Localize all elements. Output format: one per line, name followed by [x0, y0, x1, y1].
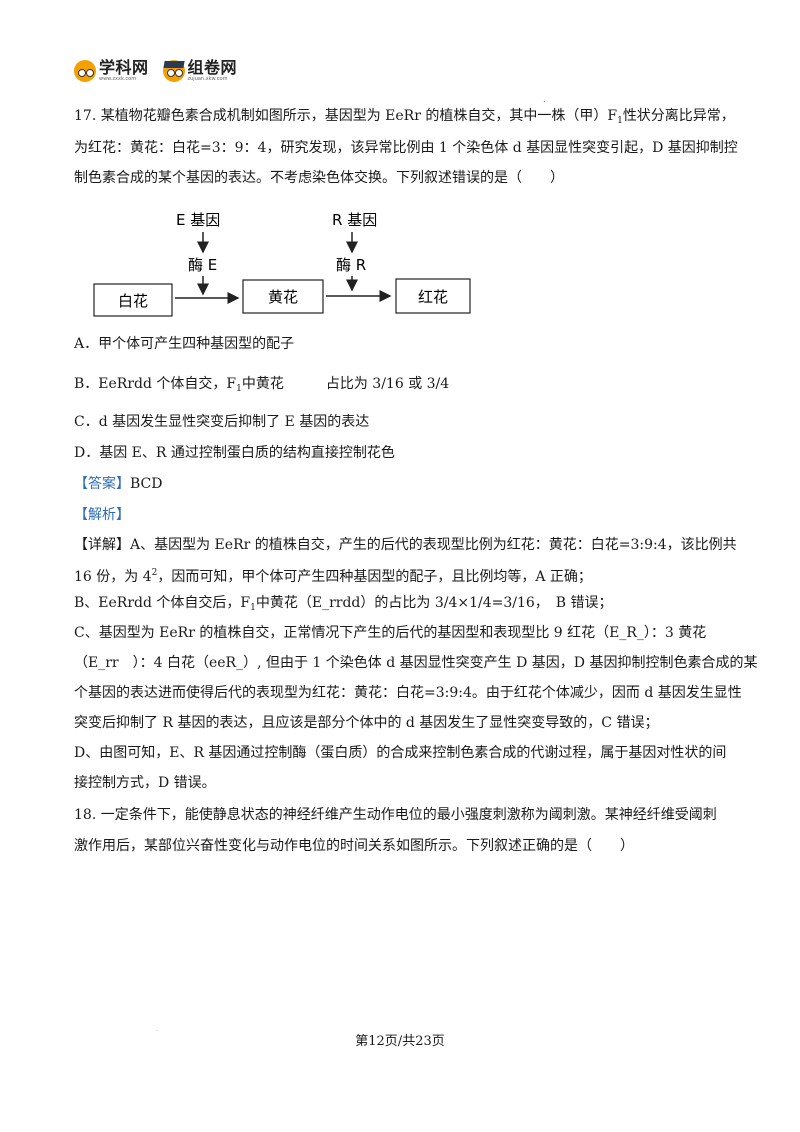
speck-mark: · [156, 1028, 158, 1035]
subscript: 1 [617, 116, 623, 126]
option-c: C．d 基因发生显性突变后抑制了 E 基因的表达 [74, 414, 370, 430]
explanation-text: A、基因型为 EeRr 的植株自交，产生的后代的表现型比例为红花：黄花：白花=3… [130, 537, 737, 553]
analysis-tag-text: 【解析】 [74, 507, 130, 523]
q18-stem-line2: 激作用后，某部位兴奋性变化与动作电位的时间关系如图所示。下列叙述正确的是（ ） [74, 838, 634, 854]
enzyme-r-label: 酶 R [336, 256, 366, 274]
q17-stem-line3: 制色素合成的某个基因的表达。不考虑染色体交换。下列叙述错误的是（ ） [74, 170, 564, 186]
explanation-text: B、EeRrdd 个体自交后，F [74, 595, 251, 611]
red-flower-box [395, 278, 471, 314]
q17-stem-text: 性状分离比异常， [622, 108, 735, 124]
explanation-line9: 接控制方式，D 错误。 [74, 775, 216, 791]
logo2-name: 组卷网 [187, 58, 238, 77]
zujuanwang-logo: 组卷网 zujuan.xkw.com [162, 58, 238, 82]
option-b: B．EeRrdd 个体自交，F1中黄花 占比为 3/16 或 3/4 [74, 374, 449, 399]
explanation-line7: 突变后抑制了 R 基因的表达，且应该是部分个体中的 d 基因发生了显性突变导致的… [74, 715, 659, 731]
q17-stem-line1: 17. 某植物花瓣色素合成机制如图所示，基因型为 EeRr 的植株自交，其中一株… [74, 106, 735, 131]
header-logos: 学科网 www.zxxk.com 组卷网 zujuan.xkw.com [74, 60, 237, 82]
xuekewang-logo: 学科网 www.zxxk.com [74, 60, 149, 82]
graduation-cap-icon [162, 60, 185, 82]
enzyme-e-label: 酶 E [188, 256, 217, 274]
q17-stem-text: 17. 某植物花瓣色素合成机制如图所示，基因型为 EeRr 的植株自交，其中一株… [74, 108, 618, 124]
detail-tag: 【详解】 [74, 537, 130, 553]
gene-e-label: E 基因 [176, 211, 220, 229]
explanation-line8: D、由图可知，E、R 基因通过控制酶（蛋白质）的合成来控制色素合成的代谢过程，属… [74, 745, 727, 761]
q17-stem-line2: 为红花：黄花：白花=3：9：4，研究发现，该异常比例由 1 个染色体 d 基因显… [74, 140, 738, 156]
yellow-flower-box [242, 279, 324, 314]
option-a: A．甲个体可产生四种基因型的配子 [74, 336, 295, 352]
explanation-text: ，因而可知，甲个体可产生四种基因型的配子，且比例均等，A 正确； [157, 569, 592, 585]
explanation-line3: B、EeRrdd 个体自交后，F1中黄花（E_rrdd）的占比为 3/4×1/4… [74, 593, 613, 618]
subscript: 1 [250, 603, 256, 613]
logo1-url: www.zxxk.com [99, 76, 137, 82]
explanation-text: 中黄花（E_rrdd）的占比为 3/4×1/4=3/16， B 错误； [255, 595, 613, 611]
gene-r-label: R 基因 [332, 211, 377, 229]
option-d: D．基因 E、R 通过控制蛋白质的结构直接控制花色 [74, 445, 395, 461]
q18-stem-line1: 18. 一定条件下，能使静息状态的神经纤维产生动作电位的最小强度刺激称为阈刺激。… [74, 807, 717, 823]
white-flower-box [93, 283, 173, 317]
superscript: 2 [151, 568, 158, 578]
analysis-tag: 【解析】 [74, 505, 130, 525]
subscript: 1 [236, 384, 242, 394]
explanation-line6: 个基因的表达进而使得后代的表现型为红花：黄花：白花=3:9:4。由于红花个体减少… [74, 685, 742, 701]
logo1-name: 学科网 [99, 58, 149, 77]
explanation-text: 16 份，为 4 [74, 569, 152, 585]
option-b-text: 中黄花 占比为 3/16 或 3/4 [241, 376, 450, 392]
answer-value: BCD [130, 476, 163, 492]
option-b-text: B．EeRrdd 个体自交，F [74, 376, 237, 392]
explanation-line2: 16 份，为 42，因而可知，甲个体可产生四种基因型的配子，且比例均等，A 正确… [74, 563, 592, 587]
explanation-line1: 【详解】A、基因型为 EeRr 的植株自交，产生的后代的表现型比例为红花：黄花：… [74, 535, 737, 555]
explanation-line5: （E_rr ）：4 白花（eeR_）, 但由于 1 个染色体 d 基因显性突变产… [74, 655, 758, 671]
logo2-url: zujuan.xkw.com [187, 76, 228, 82]
answer-line: 【答案】BCD [74, 474, 162, 494]
red-flower-label: 红花 [418, 288, 448, 306]
white-flower-label: 白花 [118, 292, 148, 310]
answer-tag: 【答案】 [74, 476, 130, 492]
explanation-line4: C、基因型为 EeRr 的植株自交，正常情况下产生的后代的基因型和表现型比 9 … [74, 625, 707, 641]
yellow-flower-label: 黄花 [268, 288, 298, 306]
page-number: 第12页/共23页 [355, 1034, 445, 1049]
pigment-pathway-diagram: E 基因 酶 E R 基因 酶 R 白花 黄花 红花 [93, 211, 471, 317]
speck-mark: . [543, 95, 546, 104]
smiley-icon [74, 60, 96, 82]
